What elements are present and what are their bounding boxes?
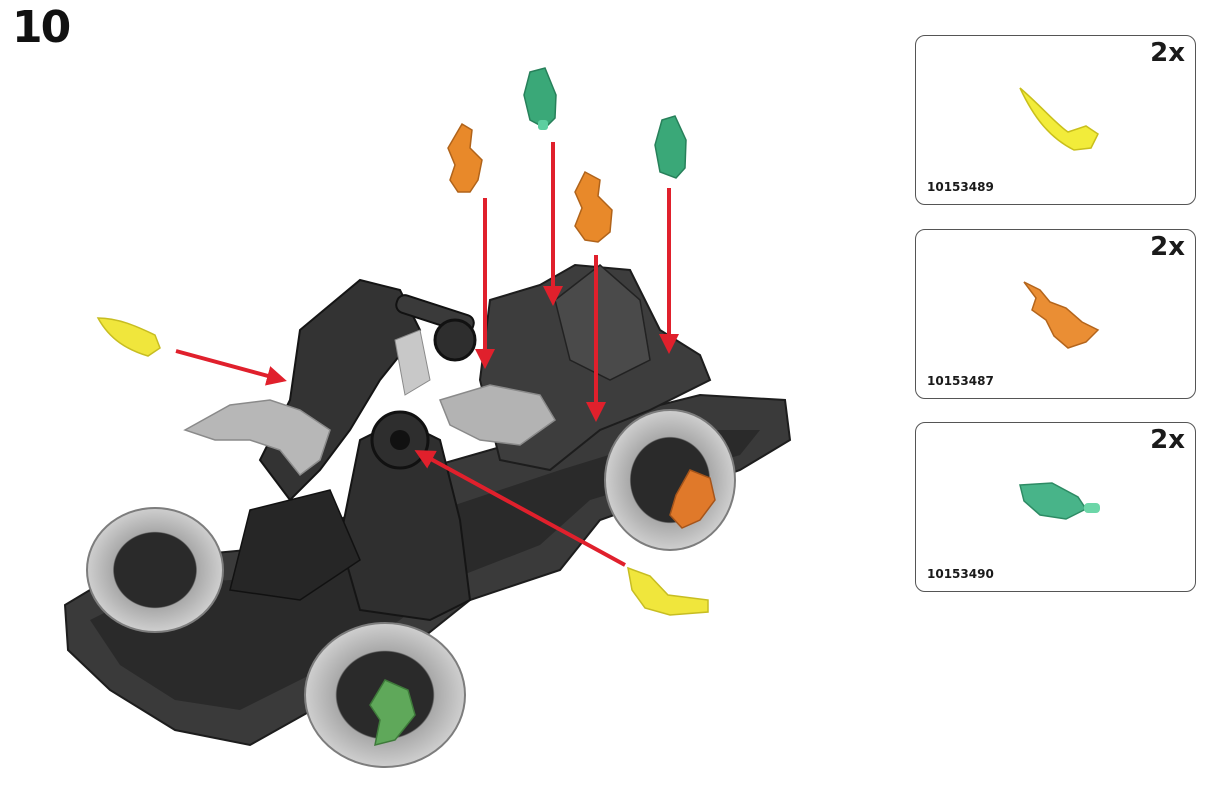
part-quantity: 2x bbox=[1150, 425, 1185, 455]
rear-left-wheel bbox=[86, 507, 224, 633]
part-quantity: 2x bbox=[1150, 38, 1185, 68]
part-callout-yellow: 2x 10153489 bbox=[915, 35, 1196, 205]
yellow-claw-piece-right bbox=[627, 566, 709, 616]
front-left-wheel bbox=[304, 622, 466, 768]
front-right-wheel bbox=[604, 409, 736, 551]
step-number: 10 bbox=[12, 2, 71, 53]
part-callout-orange: 2x 10153487 bbox=[915, 229, 1196, 399]
part-number: 10153489 bbox=[927, 180, 994, 194]
part-callout-green: 2x 10153490 bbox=[915, 422, 1196, 592]
vehicle-chassis bbox=[63, 263, 792, 747]
part-number: 10153490 bbox=[927, 567, 994, 581]
yellow-claw-piece-left bbox=[96, 317, 161, 357]
orange-flame-piece-left bbox=[447, 122, 483, 193]
assembly-illustration bbox=[63, 67, 792, 768]
green-crystal-piece-left bbox=[523, 67, 557, 130]
green-crystal-piece-right bbox=[654, 115, 687, 179]
assembly-arrows bbox=[175, 142, 679, 567]
part-quantity: 2x bbox=[1150, 232, 1185, 262]
part-number: 10153487 bbox=[927, 374, 994, 388]
green-crystal-icon bbox=[1019, 482, 1100, 520]
arrow-yellow-left bbox=[175, 349, 287, 386]
orange-flame-icon bbox=[1023, 281, 1100, 349]
yellow-claw-icon bbox=[1019, 87, 1099, 151]
orange-flame-piece-right bbox=[574, 170, 613, 243]
arrow-yellow-right bbox=[414, 450, 626, 567]
